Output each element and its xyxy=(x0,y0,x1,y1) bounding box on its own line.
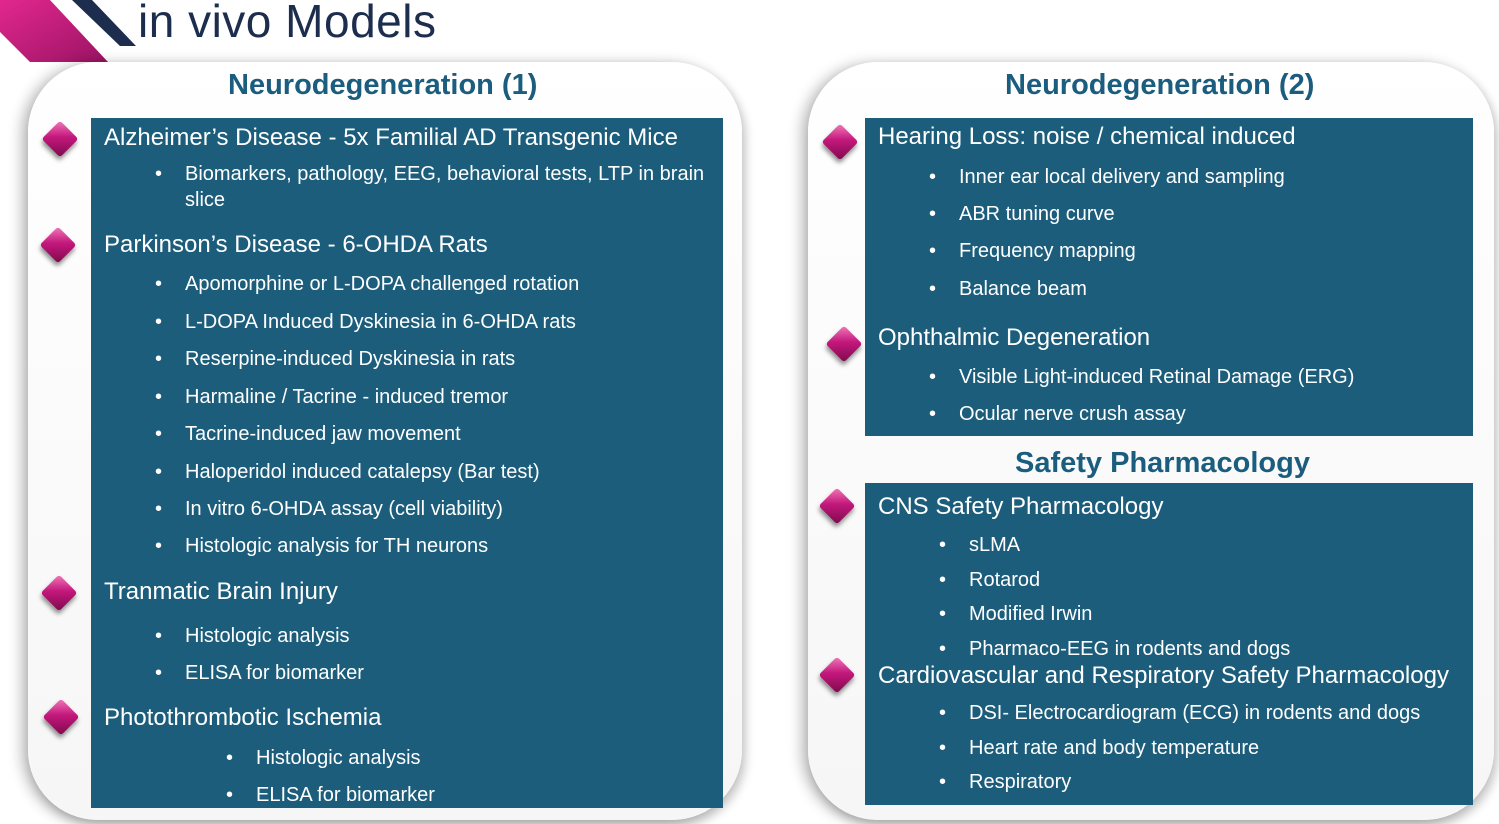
list-item: Apomorphine or L-DOPA challenged rotatio… xyxy=(155,271,579,297)
list-item: Heart rate and body temperature xyxy=(939,735,1259,761)
section-heading-cardio-safety: Cardiovascular and Respiratory Safety Ph… xyxy=(878,662,1449,689)
list-item: Ocular nerve crush assay xyxy=(929,401,1186,427)
section-heading-hearing-loss: Hearing Loss: noise / chemical induced xyxy=(878,123,1296,150)
list-item: Modified Irwin xyxy=(939,601,1092,627)
list-item: DSI- Electrocardiogram (ECG) in rodents … xyxy=(939,700,1420,726)
section-heading-ischemia: Photothrombotic Ischemia xyxy=(104,704,382,731)
safety-pharmacology-title: Safety Pharmacology xyxy=(1015,447,1310,479)
header-accent-shape xyxy=(0,0,136,62)
list-item: Inner ear local delivery and sampling xyxy=(929,164,1285,190)
list-item: Histologic analysis xyxy=(226,745,420,771)
list-item: L-DOPA Induced Dyskinesia in 6-OHDA rats xyxy=(155,309,576,335)
section-heading-tbi: Tranmatic Brain Injury xyxy=(104,578,338,605)
list-item: Respiratory xyxy=(939,769,1071,795)
list-item: Visible Light-induced Retinal Damage (ER… xyxy=(929,364,1354,390)
section-heading-parkinsons: Parkinson’s Disease - 6-OHDA Rats xyxy=(104,231,488,258)
list-item: Frequency mapping xyxy=(929,238,1136,264)
list-item: ELISA for biomarker xyxy=(226,782,435,808)
right-panel-title: Neurodegeneration (2) xyxy=(1005,69,1315,101)
list-item: sLMA xyxy=(939,532,1020,558)
list-item: Reserpine-induced Dyskinesia in rats xyxy=(155,346,515,372)
section-heading-ophthalmic: Ophthalmic Degeneration xyxy=(878,324,1151,351)
section-heading-alzheimers: Alzheimer’s Disease - 5x Familial AD Tra… xyxy=(104,124,678,151)
list-item: ELISA for biomarker xyxy=(155,660,364,686)
page-title: in vivo Models xyxy=(138,0,437,47)
list-item: Histologic analysis xyxy=(155,623,349,649)
list-item: ABR tuning curve xyxy=(929,201,1115,227)
list-item: Pharmaco-EEG in rodents and dogs xyxy=(939,636,1290,662)
list-item: Haloperidol induced catalepsy (Bar test) xyxy=(155,459,540,485)
list-item: In vitro 6-OHDA assay (cell viability) xyxy=(155,496,503,522)
list-item: Biomarkers, pathology, EEG, behavioral t… xyxy=(155,161,705,213)
list-item: Tacrine-induced jaw movement xyxy=(155,421,461,447)
list-item: Harmaline / Tacrine - induced tremor xyxy=(155,384,508,410)
list-item: Rotarod xyxy=(939,567,1040,593)
left-panel-title: Neurodegeneration (1) xyxy=(228,69,538,101)
list-item: Balance beam xyxy=(929,276,1087,302)
section-heading-cns-safety: CNS Safety Pharmacology xyxy=(878,493,1164,520)
list-item: Histologic analysis for TH neurons xyxy=(155,533,488,559)
